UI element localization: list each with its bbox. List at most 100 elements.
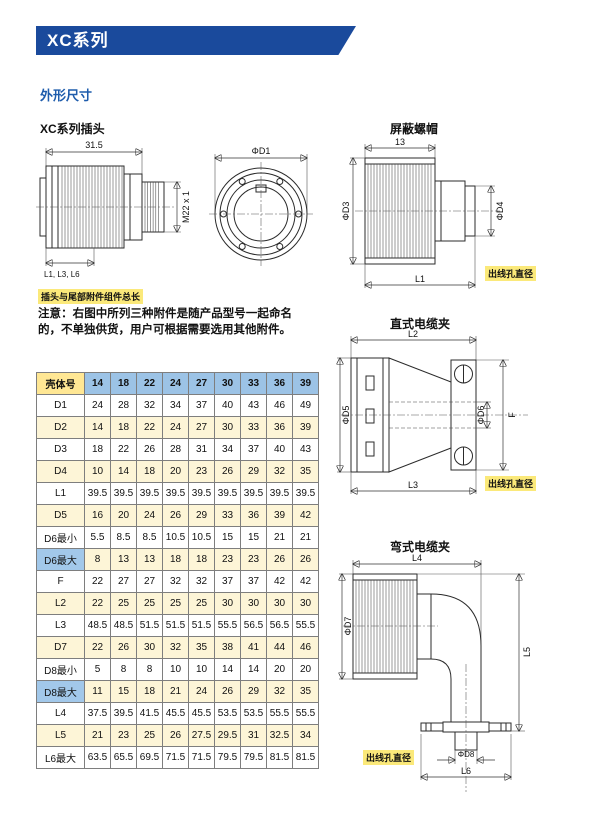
straight-clamp-drawing: L2 ΦD5 ΦD6 F — [333, 330, 528, 502]
table-cell: 26 — [266, 548, 293, 571]
table-cell: 26 — [136, 438, 163, 461]
table-cell: 13 — [110, 548, 137, 571]
table-cell: 33 — [240, 416, 267, 439]
table-cell: 30 — [292, 592, 319, 615]
bent-top-dim: L4 — [412, 554, 422, 563]
table-cell: 34 — [214, 438, 241, 461]
shield-nut-figure: 13 ΦD3 ΦD4 L1 出线孔直径 — [340, 136, 580, 304]
table-cell: 37 — [240, 438, 267, 461]
table-cell: 31 — [240, 724, 267, 747]
shield-nut-title: 屏蔽螺帽 — [390, 122, 439, 136]
shield-nut-top-dim: 13 — [395, 137, 405, 147]
table-cell: 5 — [84, 658, 111, 681]
table-cell: 21 — [162, 680, 189, 703]
table-cell: 14 — [84, 416, 111, 439]
header-cell: 33 — [240, 372, 267, 395]
table-cell: 11 — [84, 680, 111, 703]
header-cell: 22 — [136, 372, 163, 395]
table-cell: 26 — [110, 636, 137, 659]
table-cell: 23 — [110, 724, 137, 747]
table-cell: 32 — [162, 636, 189, 659]
section-title: 外形尺寸 — [40, 88, 93, 103]
table-cell: 40 — [214, 394, 241, 417]
table-cell: 51.5 — [162, 614, 189, 637]
shield-nut-right-dim: ΦD4 — [495, 202, 505, 221]
table-cell: 45.5 — [188, 702, 215, 725]
table-cell: 71.5 — [162, 746, 189, 769]
table-cell: 5.5 — [84, 526, 111, 549]
row-label: L5 — [36, 724, 85, 747]
table-cell: 45.5 — [162, 702, 189, 725]
bent-clamp-figure: L4 ΦD7 L5 — [333, 554, 583, 799]
table-cell: 41.5 — [136, 702, 163, 725]
table-cell: 22 — [110, 438, 137, 461]
bent-outlet-label: 出线孔直径 — [363, 750, 415, 765]
table-cell: 38 — [214, 636, 241, 659]
table-cell: 43 — [292, 438, 319, 461]
row-label: L2 — [36, 592, 85, 615]
table-cell: 32 — [162, 570, 189, 593]
table-cell: 30 — [266, 592, 293, 615]
table-cell: 29.5 — [214, 724, 241, 747]
table-cell: 23 — [214, 548, 241, 571]
row-label: F — [36, 570, 85, 593]
table-cell: 36 — [240, 504, 267, 527]
table-cell: 8 — [110, 658, 137, 681]
table-cell: 27 — [188, 416, 215, 439]
table-cell: 15 — [240, 526, 267, 549]
table-cell: 22 — [84, 636, 111, 659]
table-cell: 8.5 — [110, 526, 137, 549]
table-cell: 39.5 — [214, 482, 241, 505]
table-cell: 34 — [162, 394, 189, 417]
note-text: 注意：右图中所列三种附件是随产品型号一起命名的，不单独供货，用户可根据需要选用其… — [38, 308, 292, 336]
table-cell: 46 — [266, 394, 293, 417]
plug-caption: 插头与尾部附件组件总长 — [38, 289, 144, 304]
table-cell: 46 — [292, 636, 319, 659]
bent-hole-dim: ΦD8 — [458, 750, 475, 759]
table-cell: 10.5 — [188, 526, 215, 549]
straight-outlet-label: 出线孔直径 — [485, 476, 537, 491]
shield-nut-outlet-label: 出线孔直径 — [485, 266, 537, 281]
table-cell: 65.5 — [110, 746, 137, 769]
table-cell: 26 — [214, 460, 241, 483]
table-cell: 25 — [162, 592, 189, 615]
table-cell: 39.5 — [110, 482, 137, 505]
table-cell: 18 — [84, 438, 111, 461]
table-cell: 27.5 — [188, 724, 215, 747]
row-label: D6最小 — [36, 526, 85, 549]
table-cell: 39.5 — [84, 482, 111, 505]
table-cell: 10 — [188, 658, 215, 681]
table-cell: 30 — [136, 636, 163, 659]
table-cell: 56.5 — [240, 614, 267, 637]
table-cell: 29 — [240, 460, 267, 483]
row-label: L6最大 — [36, 746, 85, 769]
table-cell: 35 — [188, 636, 215, 659]
table-cell: 18 — [136, 460, 163, 483]
table-cell: 55.5 — [292, 702, 319, 725]
row-label: D2 — [36, 416, 85, 439]
table-cell: 37.5 — [84, 702, 111, 725]
table-cell: 37 — [188, 394, 215, 417]
table-cell: 39.5 — [292, 482, 319, 505]
plug-width-dim: 31.5 — [85, 140, 103, 150]
table-cell: 15 — [214, 526, 241, 549]
table-cell: 10 — [162, 658, 189, 681]
table-cell: 14 — [240, 658, 267, 681]
row-label: D6最大 — [36, 548, 85, 571]
row-label: D8最小 — [36, 658, 85, 681]
table-cell: 25 — [136, 592, 163, 615]
header-shell-label: 壳体号 — [36, 372, 85, 395]
table-cell: 32 — [188, 570, 215, 593]
table-cell: 55.5 — [214, 614, 241, 637]
table-cell: 30 — [240, 592, 267, 615]
table-cell: 37 — [214, 570, 241, 593]
table-cell: 32 — [266, 680, 293, 703]
table-cell: 23 — [188, 460, 215, 483]
table-cell: 21 — [292, 526, 319, 549]
